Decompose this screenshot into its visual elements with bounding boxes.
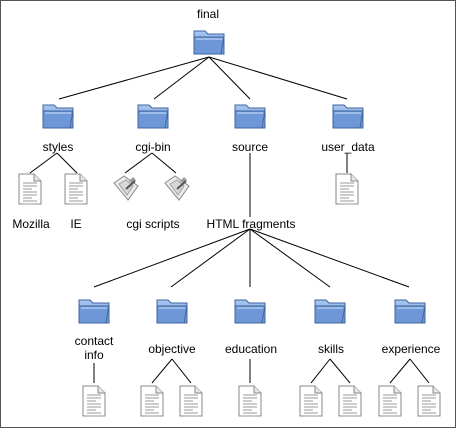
node-label-experience: experience [381,342,441,356]
document-icon [18,173,42,210]
folder-icon [233,294,267,331]
node-label-mozilla: Mozilla [12,217,50,231]
node-label-contact-info: contact info [74,334,114,362]
node-label-cgi-bin: cgi-bin [135,140,171,154]
edge-html-skills [249,228,331,288]
document-icon [335,173,359,210]
edge-styles-mozilla [29,152,58,174]
edge-final-cgi-bin [153,56,210,100]
edge-objective-doc2 [171,358,192,384]
document-icon [378,385,402,422]
document-icon [338,385,362,422]
edge-skills-doc1 [310,358,331,384]
edge-final-source [208,56,251,100]
script-icon [162,173,192,208]
node-label-html-fragments: HTML fragments [206,217,296,231]
node-label-source: source [231,140,269,154]
document-icon [238,385,262,422]
edge-experience-doc1 [389,358,411,384]
edge-final-styles [58,56,210,100]
node-label-user-data: user_data [321,140,375,154]
edge-experience-doc2 [409,358,430,384]
edge-styles-ie [56,152,78,174]
folder-icon [393,294,427,331]
document-icon [417,385,441,422]
node-label-cgi-scripts: cgi scripts [126,217,180,231]
node-label-skills: skills [318,342,344,356]
folder-icon [313,294,347,331]
edge-cgi-bin-script1 [124,152,153,174]
node-label-objective: objective [148,342,196,356]
edge-cgi-bin-script2 [151,152,177,174]
folder-icon [77,294,111,331]
document-icon [82,385,106,422]
document-icon [140,385,164,422]
edge-final-user-data [208,56,348,100]
edge-html-experience [249,228,410,288]
script-icon [111,173,141,208]
folder-icon [233,99,267,136]
document-icon [64,173,88,210]
edge-skills-doc2 [329,358,351,384]
folder-icon [41,99,75,136]
folder-icon [155,294,189,331]
node-label-ie: IE [70,217,82,231]
node-label-styles: styles [42,140,74,154]
edge-html-contact [93,228,251,288]
document-icon [179,385,203,422]
folder-icon [192,25,226,62]
node-label-final: final [196,7,220,21]
edge-html-objective [170,228,251,288]
folder-icon [136,99,170,136]
folder-icon [331,99,365,136]
edge-objective-doc1 [151,358,173,384]
node-label-education: education [224,342,278,356]
document-icon [299,385,323,422]
